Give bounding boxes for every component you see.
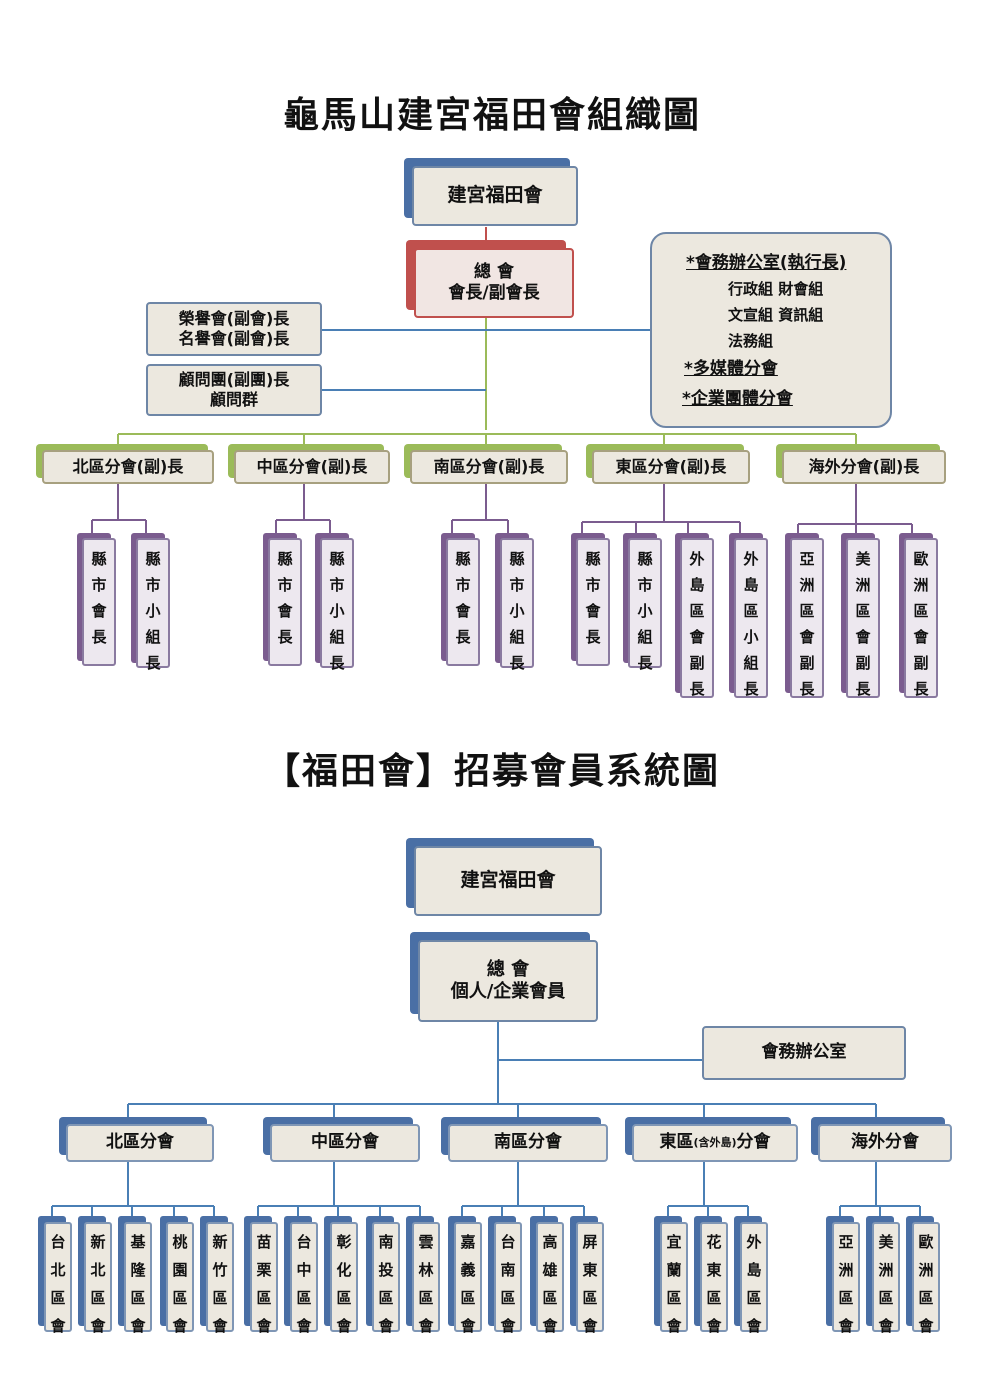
advisor-line2: 顧問群 — [209, 390, 258, 409]
sub-node-south-0: 縣市會長 — [446, 538, 480, 666]
district-node-overseas-0: 亞洲區會 — [832, 1222, 860, 1335]
honor-node: 榮譽會(副會)長 名譽會(副會)長 — [146, 302, 322, 356]
sub-node-east-0: 縣市會長 — [576, 538, 610, 666]
honor-line1: 榮譽會(副會)長 — [178, 309, 290, 328]
office-row3: 法務組 — [728, 332, 774, 350]
district-node-central-1: 台中區會 — [290, 1222, 318, 1335]
sub-node-north-0: 縣市會長 — [82, 538, 116, 666]
root-node-2: 建宮福田會 — [414, 846, 602, 916]
office-enterprise: *企業團體分會 — [682, 389, 793, 409]
sub-node-overseas-0: 亞洲區會副長 — [790, 538, 824, 698]
sub-node-east-2: 外島區會副長 — [680, 538, 714, 698]
honor-line2: 名譽會(副會)長 — [178, 329, 290, 348]
branch-central: 中區分會(副)長 — [234, 450, 390, 484]
district-node-south-2: 高雄區會 — [536, 1222, 564, 1335]
district-node-central-0: 苗栗區會 — [250, 1222, 278, 1335]
advisor-node: 顧問團(副團)長 顧問群 — [146, 364, 322, 416]
general-line1: 總 會 — [474, 261, 514, 282]
branch2-north: 北區分會 — [66, 1124, 214, 1162]
general2-line1: 總 會 — [486, 958, 530, 980]
root-label: 建宮福田會 — [447, 184, 543, 207]
office-row2: 文宣組 資訊組 — [728, 306, 824, 324]
sub-node-north-1: 縣市小組長 — [136, 538, 170, 672]
district-node-overseas-1: 美洲區會 — [872, 1222, 900, 1335]
sub-node-south-1: 縣市小組長 — [500, 538, 534, 672]
district-node-north-0: 台北區會 — [44, 1222, 72, 1335]
district-node-central-4: 雲林區會 — [412, 1222, 440, 1335]
office-row1: 行政組 財會組 — [728, 280, 824, 298]
general-assembly-node: 總 會 會長/副會長 — [414, 248, 574, 318]
district-node-east-2: 外島區會 — [740, 1222, 768, 1335]
district-node-overseas-2: 歐洲區會 — [912, 1222, 940, 1335]
district-node-central-2: 彰化區會 — [330, 1222, 358, 1335]
office-node-2: 會務辦公室 — [702, 1026, 906, 1080]
branch-north: 北區分會(副)長 — [42, 450, 214, 484]
district-node-north-4: 新竹區會 — [206, 1222, 234, 1335]
branch2-overseas: 海外分會 — [818, 1124, 952, 1162]
sub-node-east-1: 縣市小組長 — [628, 538, 662, 672]
branch-south: 南區分會(副)長 — [410, 450, 568, 484]
root-label-2: 建宮福田會 — [460, 869, 556, 892]
advisor-line1: 顧問團(副團)長 — [178, 370, 290, 389]
sub-node-overseas-2: 歐洲區會副長 — [904, 538, 938, 698]
branch-east: 東區分會(副)長 — [592, 450, 750, 484]
sub-node-east-3: 外島區小組長 — [734, 538, 768, 698]
office-node: *會務辦公室(執行長) 行政組 財會組 文宣組 資訊組 法務組 *多媒體分會 *… — [650, 232, 892, 428]
sub-node-overseas-1: 美洲區會副長 — [846, 538, 880, 698]
sub-node-central-0: 縣市會長 — [268, 538, 302, 666]
org-chart-title: 龜馬山建宮福田會組織圖 — [282, 95, 701, 136]
general-line2: 會長/副會長 — [448, 283, 540, 303]
branch2-east: 東區(含外島)分會 — [632, 1124, 798, 1162]
district-node-central-3: 南投區會 — [372, 1222, 400, 1335]
branch2-central: 中區分會 — [270, 1124, 420, 1162]
office-media: *多媒體分會 — [684, 359, 778, 379]
district-node-south-0: 嘉義區會 — [454, 1222, 482, 1335]
root-node: 建宮福田會 — [412, 166, 578, 226]
district-node-north-3: 桃園區會 — [166, 1222, 194, 1335]
branch-overseas: 海外分會(副)長 — [782, 450, 946, 484]
general2-line2: 個人/企業會員 — [450, 981, 566, 1002]
general-node-2: 總 會 個人/企業會員 — [418, 940, 598, 1022]
district-node-east-1: 花東區會 — [700, 1222, 728, 1335]
office-head: *會務辦公室(執行長) — [686, 253, 847, 273]
recruit-chart-title: 【福田會】招募會員系統圖 — [263, 751, 720, 792]
district-node-north-2: 基隆區會 — [124, 1222, 152, 1335]
district-node-south-3: 屏東區會 — [576, 1222, 604, 1335]
district-node-south-1: 台南區會 — [494, 1222, 522, 1335]
district-node-east-0: 宜蘭區會 — [660, 1222, 688, 1335]
sub-node-central-1: 縣市小組長 — [320, 538, 354, 672]
district-node-north-1: 新北區會 — [84, 1222, 112, 1335]
branch2-south: 南區分會 — [448, 1124, 608, 1162]
